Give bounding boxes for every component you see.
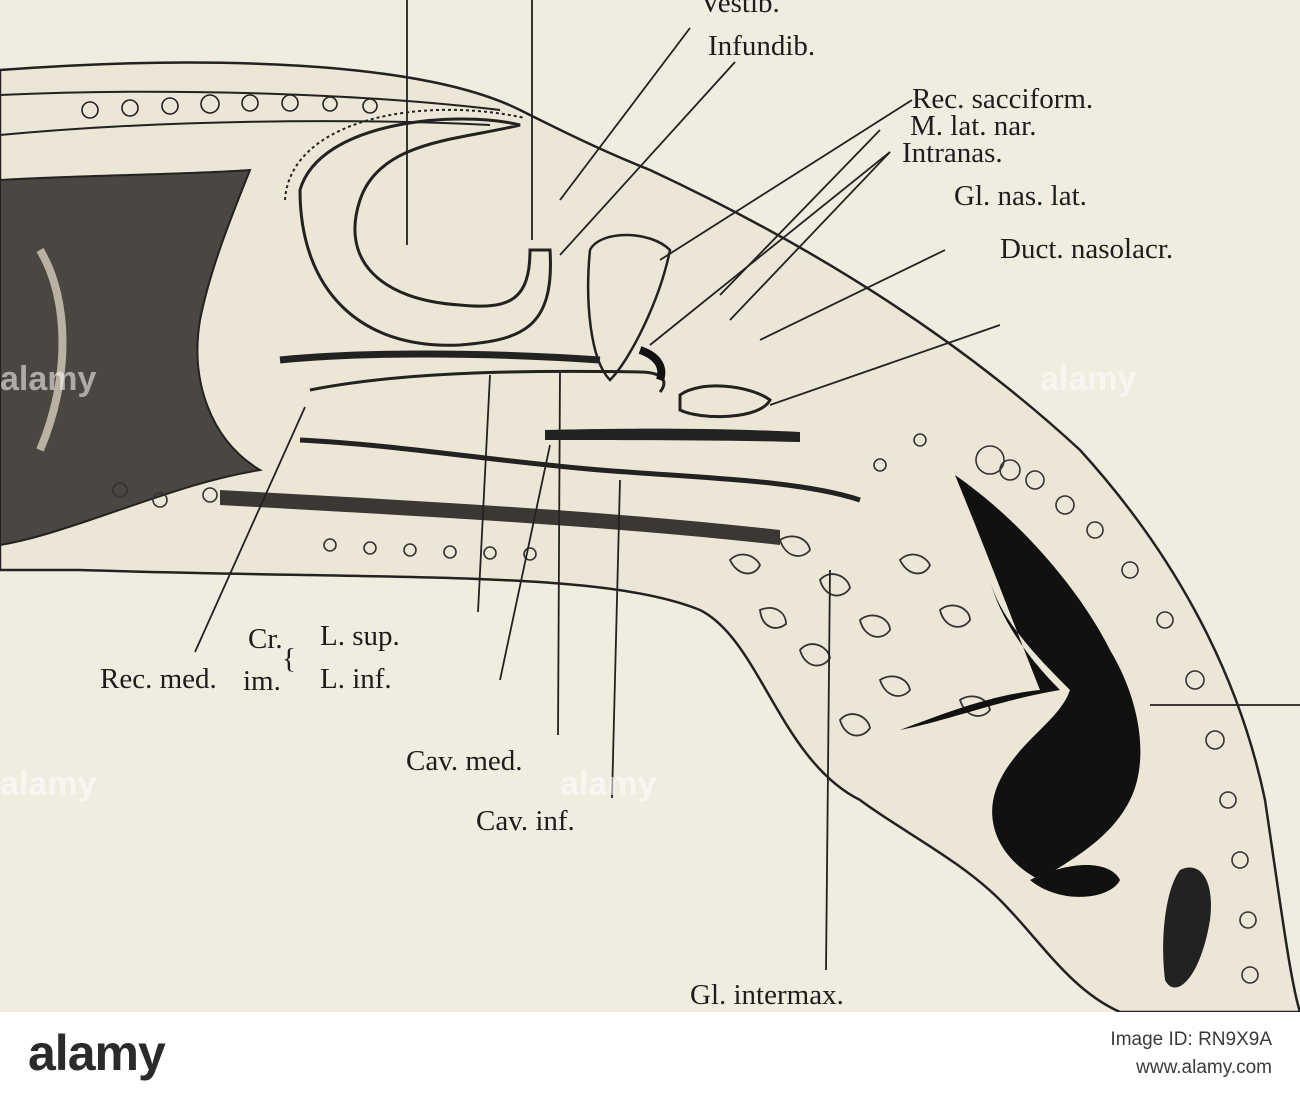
m-lat-nar-body bbox=[586, 233, 672, 382]
vestibule-cavity bbox=[298, 117, 552, 347]
label-vestib: Vestib. bbox=[700, 0, 780, 19]
label-gl-nas-lat: Gl. nas. lat. bbox=[954, 180, 1087, 212]
lamella-floor bbox=[299, 437, 861, 503]
dotted-cells bbox=[112, 433, 1259, 984]
striated-blob bbox=[1163, 867, 1211, 988]
watermark-3: alamy bbox=[0, 765, 96, 803]
label-l-inf: L. inf. bbox=[320, 663, 392, 695]
label-cav-inf: Cav. inf. bbox=[476, 805, 575, 837]
vestibule-wall bbox=[284, 108, 526, 201]
footer-bar: alamy Image ID: RN9X9A www.alamy.com bbox=[0, 1012, 1300, 1100]
top-cells bbox=[81, 94, 378, 119]
lamella-upper bbox=[279, 350, 601, 364]
top-lines bbox=[0, 90, 501, 136]
snout-outline bbox=[0, 61, 1300, 1012]
label-m-lat-nar: M. lat. nar. bbox=[910, 110, 1036, 142]
label-infundib: Infundib. bbox=[708, 30, 815, 62]
intranas-mark bbox=[638, 346, 666, 382]
label-rec-med: Rec. med. bbox=[100, 663, 217, 695]
bone-mass-inner bbox=[36, 247, 67, 452]
watermark-2: alamy bbox=[0, 360, 96, 398]
image-id: Image ID: RN9X9A bbox=[1110, 1029, 1272, 1050]
floor-band bbox=[220, 490, 780, 545]
lamella-lower bbox=[545, 428, 800, 442]
leader-lines bbox=[194, 0, 1300, 971]
watermark-1: alamy bbox=[1040, 360, 1136, 398]
label-duct-nasolacr: Duct. nasolacr. bbox=[1000, 233, 1173, 265]
label-l-sup: L. sup. bbox=[320, 620, 400, 652]
cartilage-dark bbox=[900, 475, 1141, 880]
label-im: im. bbox=[243, 665, 281, 697]
label-gl-intermax: Gl. intermax. bbox=[690, 979, 844, 1011]
nasolacrimal-duct bbox=[678, 384, 772, 418]
label-rec-sacciform: Rec. sacciform. bbox=[912, 83, 1093, 115]
site-url: www.alamy.com bbox=[1136, 1057, 1272, 1078]
label-intranas: Intranas. bbox=[902, 137, 1003, 169]
brace: { bbox=[282, 643, 296, 675]
watermark-4: alamy bbox=[560, 765, 656, 803]
bone-mass bbox=[0, 168, 263, 547]
alamy-logo: alamy bbox=[28, 1025, 166, 1081]
cartilage-lower bbox=[1030, 865, 1120, 897]
anatomical-drawing: Vestib. Infundib. Rec. sacciform. M. lat… bbox=[0, 0, 1300, 1012]
label-cav-med: Cav. med. bbox=[406, 745, 523, 777]
label-cr: Cr. bbox=[248, 623, 283, 655]
footer-meta: Image ID: RN9X9A www.alamy.com bbox=[1110, 1026, 1272, 1082]
